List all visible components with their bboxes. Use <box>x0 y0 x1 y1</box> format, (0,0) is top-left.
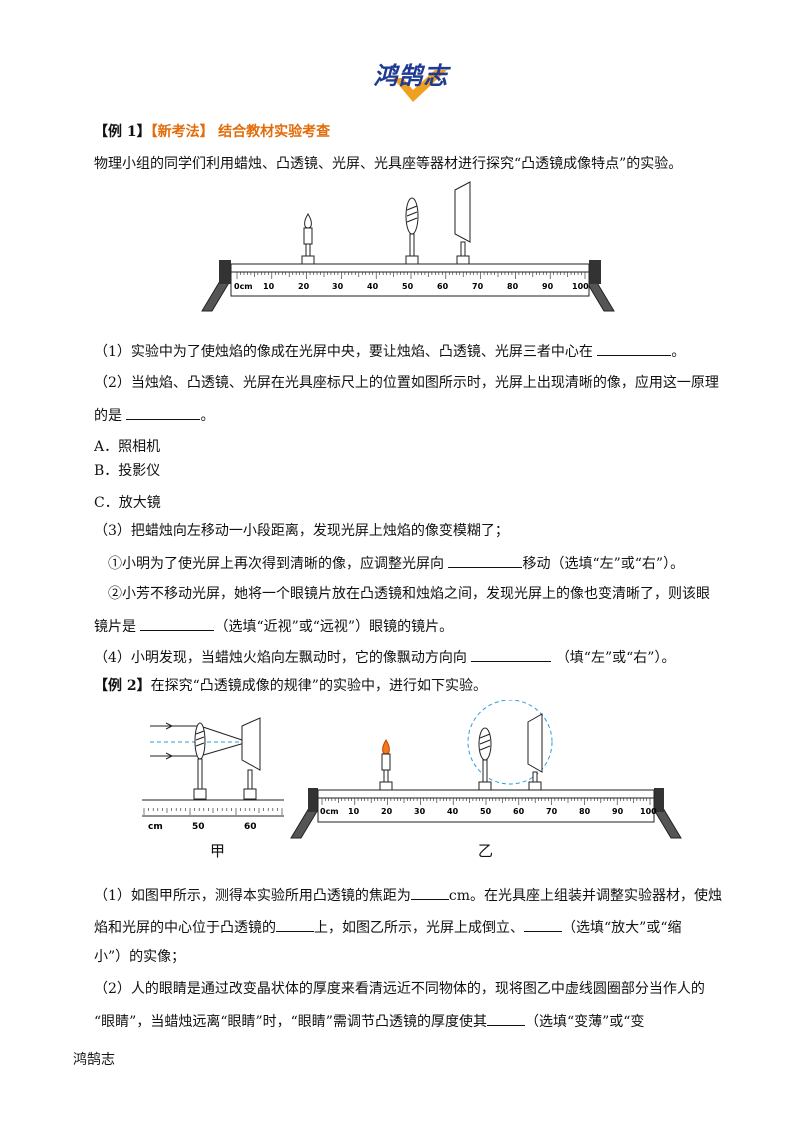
tick-label: 70 <box>472 282 484 291</box>
ex1-question-1: （1）实验中为了使烛焰的像成在光屏中央，要让烛焰、凸透镜、光屏三者中心在 。 <box>94 341 685 362</box>
option-c: C．放大镜 <box>94 495 161 511</box>
optical-bench-figure-1: 0cm 10 20 30 40 50 60 70 80 90 100 <box>201 181 615 312</box>
ruler-ticks <box>143 808 283 815</box>
tick-label: 10 <box>348 807 360 816</box>
example-2-tag: 【例 2】 <box>94 678 151 694</box>
tick-label: 40 <box>447 807 459 816</box>
tick-label: 60 <box>513 807 525 816</box>
ex1-question-3-2: ②小芳不移动光屏，她将一个眼镜片放在凸透镜和烛焰之间，发现光屏上的像也变清晰了，… <box>108 586 710 602</box>
tick-label: 90 <box>612 807 624 816</box>
tick-label: 80 <box>579 807 591 816</box>
ex1-question-3: （3）把蜡烛向左移动一小段距离，发现光屏上烛焰的像变模糊了； <box>94 523 509 539</box>
tick-label: 20 <box>298 282 310 291</box>
example-1-intro: 物理小组的同学们利用蜡烛、凸透镜、光屏、光具座等器材进行探究“凸透镜成像特点”的… <box>94 156 683 172</box>
answer-blank[interactable] <box>524 917 562 932</box>
convex-lens <box>405 197 419 265</box>
tick-label: 70 <box>546 807 558 816</box>
ex2-question-2-cont: “眼睛”，当蜡烛远离“眼睛”时，“眼睛”需调节凸透镜的厚度使其（选填“变薄”或“… <box>94 1011 644 1032</box>
example-2-intro: 在探究“凸透镜成像的规律”的实验中，进行如下实验。 <box>150 678 487 694</box>
eye-circle <box>467 700 553 785</box>
candle <box>379 739 393 791</box>
example-2-header: 【例 2】在探究“凸透镜成像的规律”的实验中，进行如下实验。 <box>94 676 487 696</box>
brand-logo: 鸿鹄志 <box>355 56 467 106</box>
tick-label: 80 <box>507 282 519 291</box>
tick-label: 100 <box>640 807 657 816</box>
tick-label: 100 <box>572 282 589 291</box>
tick-label: 60 <box>244 822 257 832</box>
light-screen <box>454 181 471 265</box>
ex1-question-4: （4）小明发现，当蜡烛火焰向左飘动时，它的像飘动方向向 （填“左”或“右”）。 <box>94 647 675 668</box>
ex1-question-2: （2）当烛焰、凸透镜、光屏在光具座标尺上的位置如图所示时，光屏上出现清晰的像，应… <box>94 375 719 391</box>
page-footer: 鸿鹄志 <box>73 1052 115 1068</box>
answer-blank[interactable] <box>410 885 449 900</box>
tick-label: 50 <box>192 822 205 832</box>
ruler-unit: 0cm <box>234 282 253 291</box>
answer-blank[interactable] <box>597 341 672 356</box>
ruler-unit: 0cm <box>320 807 339 816</box>
tick-label: 20 <box>381 807 393 816</box>
answer-blank[interactable] <box>126 405 201 420</box>
example-1-header: 【例 1】【新考法】 结合教材实验考查 <box>94 122 330 142</box>
answer-blank[interactable] <box>276 917 314 932</box>
option-a: A．照相机 <box>94 439 161 455</box>
tick-label: 30 <box>414 807 426 816</box>
caption-jia: 甲 <box>210 842 226 860</box>
answer-blank[interactable] <box>448 553 523 568</box>
ruler-unit: cm <box>148 822 163 832</box>
answer-blank[interactable] <box>471 647 552 662</box>
answer-blank[interactable] <box>486 1011 525 1026</box>
ex1-question-2-cont: 的是 。 <box>94 405 214 426</box>
example-1-title: 结合教材实验考查 <box>218 124 331 140</box>
ruler-ticks <box>321 798 651 805</box>
light-screen <box>527 713 543 791</box>
option-b: B．投影仪 <box>94 463 161 479</box>
new-method-badge: 【新考法】 <box>150 124 214 140</box>
example-1-tag: 【例 1】 <box>94 124 151 140</box>
candle <box>301 213 315 265</box>
caption-yi: 乙 <box>478 842 494 860</box>
tick-label: 40 <box>367 282 379 291</box>
convex-lens <box>478 727 492 791</box>
ex2-question-1-end: 小”）的实像； <box>94 949 186 965</box>
optical-bench-figure-yi: 0cm 10 20 30 40 50 60 70 80 90 100 <box>290 700 682 839</box>
tick-label: 60 <box>437 282 449 291</box>
tick-label: 30 <box>332 282 344 291</box>
logo-text: 鸿鹄志 <box>373 62 449 90</box>
answer-blank[interactable] <box>140 616 215 631</box>
tick-label: 10 <box>263 282 275 291</box>
focal-length-figure-jia: cm 50 60 <box>142 717 284 832</box>
tick-label: 90 <box>542 282 554 291</box>
ex2-question-1-cont: 焰和光屏的中心位于凸透镜的上，如图乙所示，光屏上成倒立、（选填“放大”或“缩 <box>94 917 681 938</box>
ruler-ticks <box>236 272 586 279</box>
logo-check-mark <box>393 70 447 102</box>
tick-label: 50 <box>402 282 414 291</box>
ex2-question-2: （2）人的眼睛是通过改变晶状体的厚度来看清远近不同物体的，现将图乙中虚线圆圈部分… <box>94 981 705 997</box>
ex1-question-3-2-cont: 镜片是 （选填“近视”或“远视”）眼镜的镜片。 <box>94 616 453 637</box>
tick-label: 50 <box>480 807 492 816</box>
ex1-question-3-1: ①小明为了使光屏上再次得到清晰的像，应调整光屏向 移动（选填“左”或“右”）。 <box>108 553 684 574</box>
